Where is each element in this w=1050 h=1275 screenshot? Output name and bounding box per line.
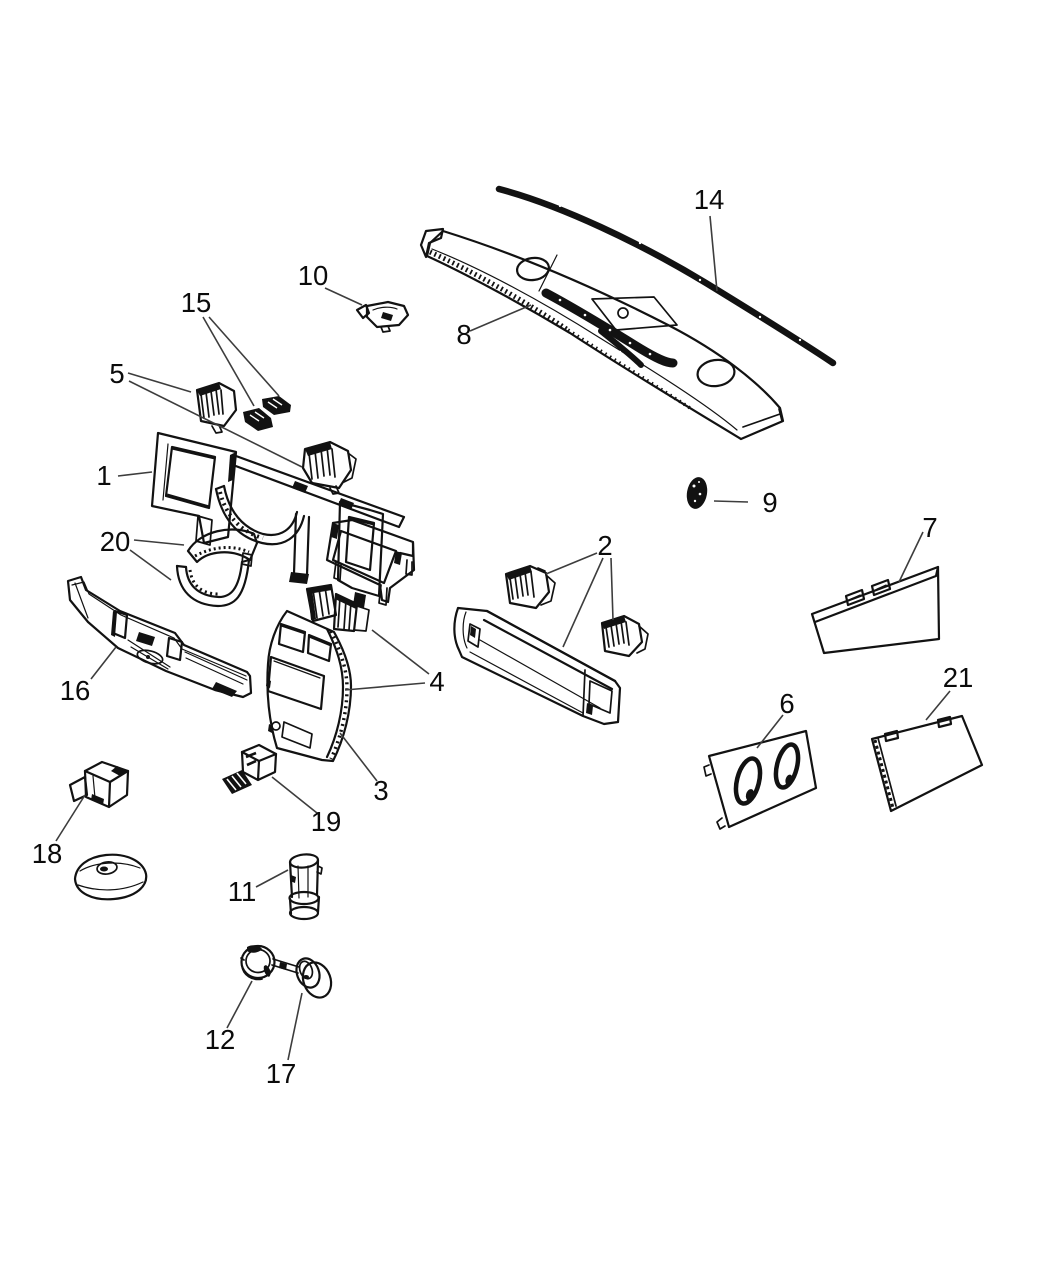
leader-20b (129, 549, 172, 581)
leader-18 (55, 794, 86, 842)
part-19-switch-housing (222, 743, 278, 794)
part-7-glove-box-door (810, 565, 941, 655)
callout-label-17: 17 (266, 1058, 297, 1089)
leader-2c (610, 557, 614, 621)
callout-label-14: 14 (694, 184, 725, 215)
leader-1 (117, 471, 153, 477)
callout-labels: 1 2 3 4 5 6 7 8 9 10 11 12 14 15 16 17 1… (32, 184, 974, 1089)
callout-label-6: 6 (779, 688, 794, 719)
callout-label-1: 1 (96, 460, 111, 491)
part-17-switch-knob-shaft (271, 957, 333, 999)
part-4-center-outlet-vanes (305, 583, 370, 633)
leader-21 (925, 690, 951, 721)
callout-label-16: 16 (60, 675, 91, 706)
callout-label-4: 4 (429, 666, 444, 697)
leader-15a (202, 316, 255, 407)
part-16-lower-left-panel (66, 575, 253, 699)
part-20-cluster-hood-bezel (175, 528, 259, 608)
part-9-plug-cover (686, 477, 708, 509)
callout-label-7: 7 (922, 512, 937, 543)
part-21-cover-panel (870, 714, 984, 813)
callout-label-18: 18 (32, 838, 63, 869)
leader-4a (371, 629, 430, 675)
console-lid (73, 853, 148, 901)
callout-label-5: 5 (109, 358, 124, 389)
leader-4b (344, 682, 426, 691)
leader-14 (709, 215, 718, 292)
callout-label-12: 12 (205, 1024, 236, 1055)
leader-3 (339, 732, 378, 782)
callout-label-8: 8 (456, 319, 471, 350)
leader-7 (898, 531, 924, 583)
leader-8 (469, 304, 532, 332)
callout-label-15: 15 (181, 287, 212, 318)
part-5-side-outlet-vents (195, 381, 357, 495)
leader-2b (562, 557, 604, 648)
leader-6 (756, 714, 784, 749)
callout-label-2: 2 (597, 530, 612, 561)
leader-5a (127, 372, 192, 393)
part-14-molding-strip (495, 185, 837, 367)
leader-12 (226, 980, 253, 1029)
part-12-ignition-knob (240, 944, 276, 981)
leader-15b (208, 316, 280, 397)
callout-label-21: 21 (943, 662, 974, 693)
leader-lines (55, 215, 951, 1061)
part-2-air-outlet-assembly (453, 564, 649, 726)
part-3-center-stack-bezel (266, 609, 353, 763)
leader-5b (128, 380, 303, 468)
leader-10 (324, 287, 363, 306)
callout-label-19: 19 (311, 806, 342, 837)
leader-9 (713, 500, 749, 503)
leader-11 (255, 869, 289, 888)
leader-20a (133, 539, 185, 546)
leader-19 (271, 776, 318, 814)
part-15-outlet-vanes (243, 396, 291, 431)
callout-label-11: 11 (228, 876, 257, 907)
callout-label-20: 20 (100, 526, 131, 557)
part-11-cigar-lighter (288, 853, 323, 921)
callout-label-10: 10 (298, 260, 329, 291)
part-10-clip-bracket (355, 300, 410, 333)
leader-17 (287, 992, 303, 1061)
callout-label-9: 9 (762, 487, 777, 518)
leader-16 (90, 646, 117, 680)
center-duct-housing (325, 518, 416, 606)
part-6-switch-opening-cover (703, 729, 818, 830)
part-18-storage-bin (68, 760, 130, 809)
leader-2a (545, 552, 598, 575)
callout-label-3: 3 (373, 775, 388, 806)
part-8-top-cover-panel (419, 227, 785, 441)
